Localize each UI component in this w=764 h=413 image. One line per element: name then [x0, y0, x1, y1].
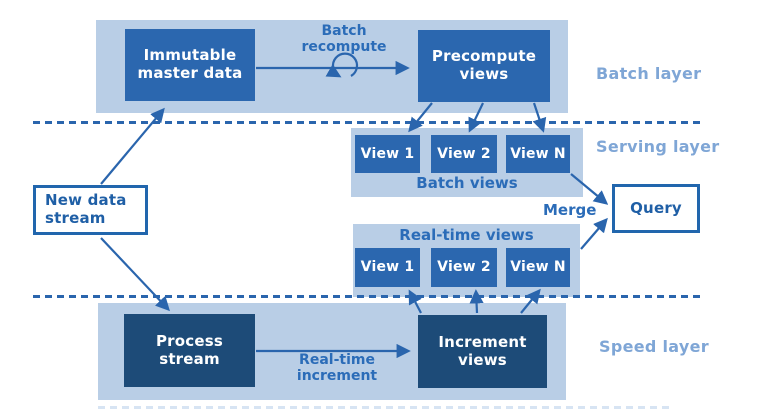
immutable-master-data-node: Immutable master data	[125, 29, 255, 101]
batch-view-2-node: View 2	[431, 135, 497, 173]
increment-views-node: Increment views	[418, 315, 547, 388]
batch-view-n-node: View N	[506, 135, 570, 173]
batch-recompute-arrow-label: Batch recompute	[301, 23, 387, 56]
realtime-view-2-node: View 2	[431, 248, 497, 287]
bottom-edge-divider	[98, 406, 672, 409]
query-label: Query	[630, 198, 682, 217]
batch-serving-divider	[33, 121, 705, 124]
query-node: Query	[612, 184, 700, 233]
serving-layer-label: Serving layer	[596, 137, 720, 156]
arrow-realtimeviews-to-query	[580, 217, 608, 250]
realtime-view-1-node: View 1	[355, 248, 420, 287]
batch-view-n-label: View N	[510, 145, 566, 162]
realtime-view-2-label: View 2	[437, 259, 491, 276]
batch-views-title: Batch views	[416, 174, 518, 192]
batch-view-2-label: View 2	[437, 145, 491, 162]
batch-view-1-node: View 1	[355, 135, 420, 173]
batch-layer-label: Batch layer	[596, 64, 702, 83]
merge-label: Merge	[543, 201, 597, 219]
batch-view-1-label: View 1	[360, 145, 415, 162]
arrow-newdata-to-process	[100, 237, 170, 312]
serving-speed-divider	[33, 295, 705, 298]
precompute-views-label: Precompute views	[431, 47, 537, 83]
new-data-stream-label: New data stream	[45, 191, 127, 227]
immutable-master-data-label: Immutable master data	[137, 46, 243, 82]
precompute-views-node: Precompute views	[418, 30, 550, 102]
realtime-views-title: Real-time views	[399, 226, 534, 244]
realtime-increment-arrow-label: Real-time increment	[296, 352, 378, 385]
speed-layer-label: Speed layer	[599, 337, 709, 356]
realtime-view-1-label: View 1	[360, 259, 415, 276]
increment-views-label: Increment views	[438, 332, 527, 369]
process-stream-label: Process stream	[155, 331, 224, 368]
new-data-stream-node: New data stream	[33, 185, 148, 235]
process-stream-node: Process stream	[124, 314, 255, 387]
realtime-view-n-label: View N	[510, 259, 566, 276]
realtime-view-n-node: View N	[506, 248, 570, 287]
